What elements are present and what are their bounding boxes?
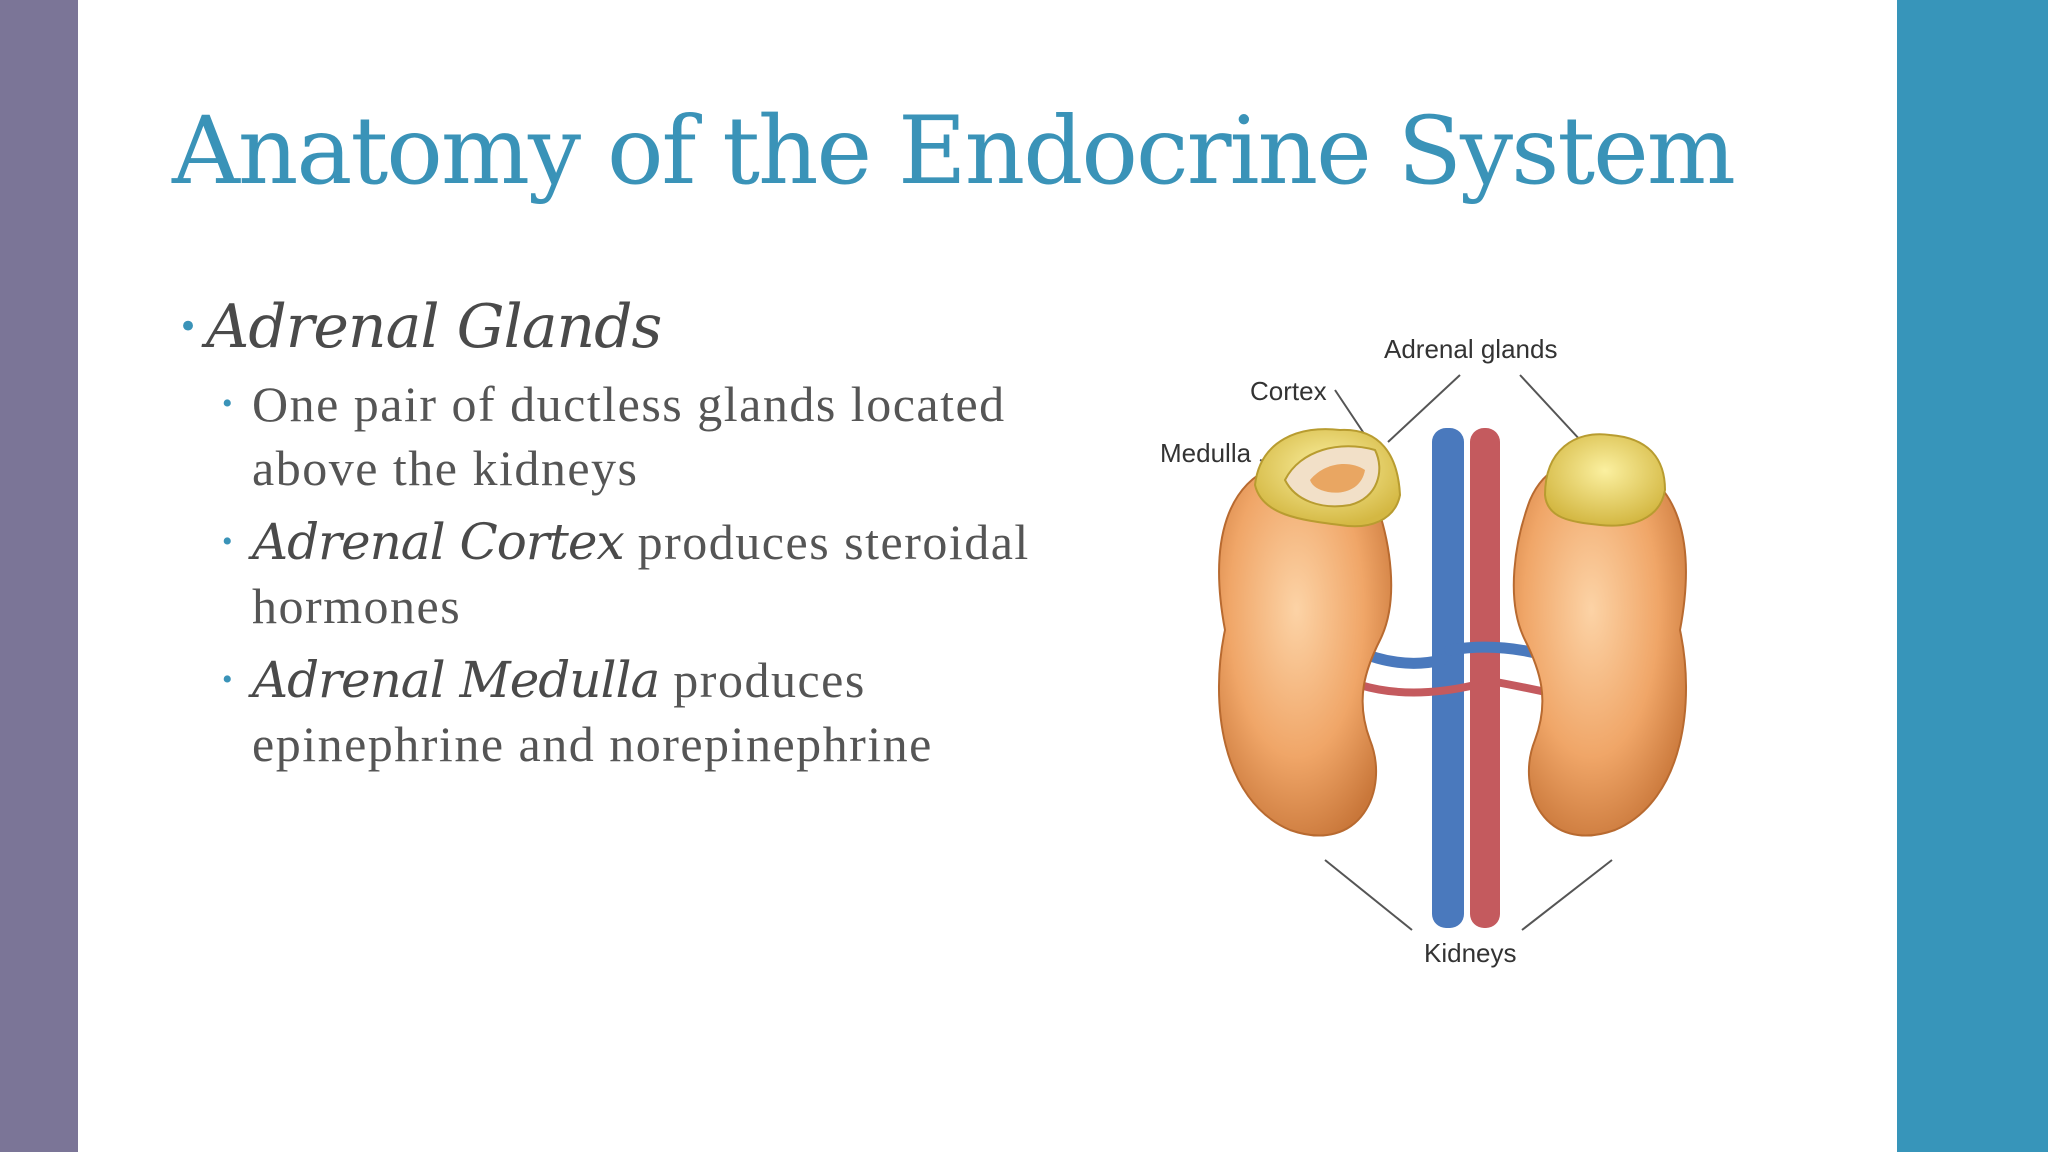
adrenal-kidney-illustration: Adrenal glands Cortex Medulla Kidneys	[1150, 320, 1770, 980]
right-accent-bar	[1897, 0, 2048, 1152]
vena-cava	[1432, 428, 1464, 928]
right-kidney	[1512, 458, 1688, 837]
bullet-dot-icon: •	[222, 663, 235, 696]
kidney-diagram-svg: Adrenal glands Cortex Medulla Kidneys	[1160, 334, 1688, 968]
slide-title: Anatomy of the Endocrine System	[172, 97, 1736, 206]
label-cortex: Cortex	[1250, 376, 1327, 406]
sub-bullet-text: One pair of ductless glands located abov…	[252, 376, 1006, 496]
label-kidneys: Kidneys	[1424, 938, 1517, 968]
sub-bullet-location: • One pair of ductless glands located ab…	[172, 372, 1072, 500]
left-accent-bar	[0, 0, 78, 1152]
bullet-dot-icon: •	[178, 307, 198, 347]
term-adrenal-medulla: Adrenal Medulla	[252, 651, 660, 709]
label-adrenal-glands: Adrenal glands	[1384, 334, 1557, 364]
heading-text: Adrenal Glands	[206, 292, 662, 362]
term-adrenal-cortex: Adrenal Cortex	[252, 513, 625, 571]
bullet-list: • Adrenal Glands • One pair of ductless …	[172, 290, 1072, 786]
bullet-heading: • Adrenal Glands	[172, 290, 1072, 364]
sub-bullet-text: produces epinephrine and norepinephrine	[252, 652, 933, 772]
left-kidney	[1217, 458, 1393, 837]
bullet-dot-icon: •	[222, 525, 235, 558]
sub-bullet-text: produces steroidal hormones	[252, 514, 1030, 634]
sub-bullet-cortex: • Adrenal Cortex produces steroidal horm…	[172, 510, 1072, 638]
left-adrenal-medulla	[1310, 464, 1365, 493]
bullet-dot-icon: •	[222, 387, 235, 420]
label-medulla: Medulla	[1160, 438, 1252, 468]
sub-bullet-medulla: • Adrenal Medulla produces epinephrine a…	[172, 648, 1072, 776]
right-adrenal-gland	[1543, 433, 1667, 527]
